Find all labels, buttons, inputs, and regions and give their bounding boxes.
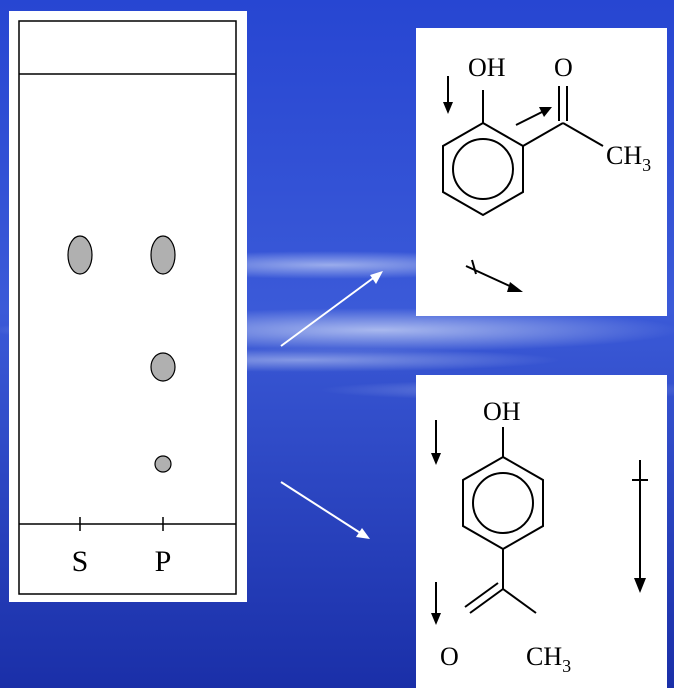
tlc-spot <box>154 455 172 473</box>
ortho-structure-panel: OH O CH3 <box>416 28 667 316</box>
para-structure-panel: OH O CH3 <box>416 375 667 688</box>
lane-label-s: S <box>72 545 89 578</box>
hydroxyl-label: OH <box>483 397 521 426</box>
aromatic-circle <box>452 138 514 200</box>
tlc-spot <box>150 352 176 382</box>
benzene-ring <box>442 121 524 217</box>
tlc-plate-panel: S P <box>9 11 247 602</box>
methyl-label: CH3 <box>606 141 651 175</box>
hydroxyl-label: OH <box>468 53 506 82</box>
tlc-plate: S P <box>18 20 237 595</box>
net-dipole-arrow-icon <box>465 265 515 289</box>
aromatic-circle <box>472 472 534 534</box>
dipole-arrow-icon <box>515 111 543 126</box>
carbonyl-oxygen-label: O <box>440 642 459 671</box>
benzene-ring <box>462 455 544 551</box>
para-hydroxyacetophenone-structure: OH O CH3 <box>431 397 648 676</box>
carbonyl-oxygen-label: O <box>554 53 573 82</box>
methyl-label: CH3 <box>526 642 571 676</box>
tlc-spot <box>150 235 176 275</box>
lane-label-p: P <box>155 545 172 578</box>
ortho-hydroxyacetophenone-structure: OH O CH3 <box>442 53 651 292</box>
tlc-spot <box>67 235 93 275</box>
